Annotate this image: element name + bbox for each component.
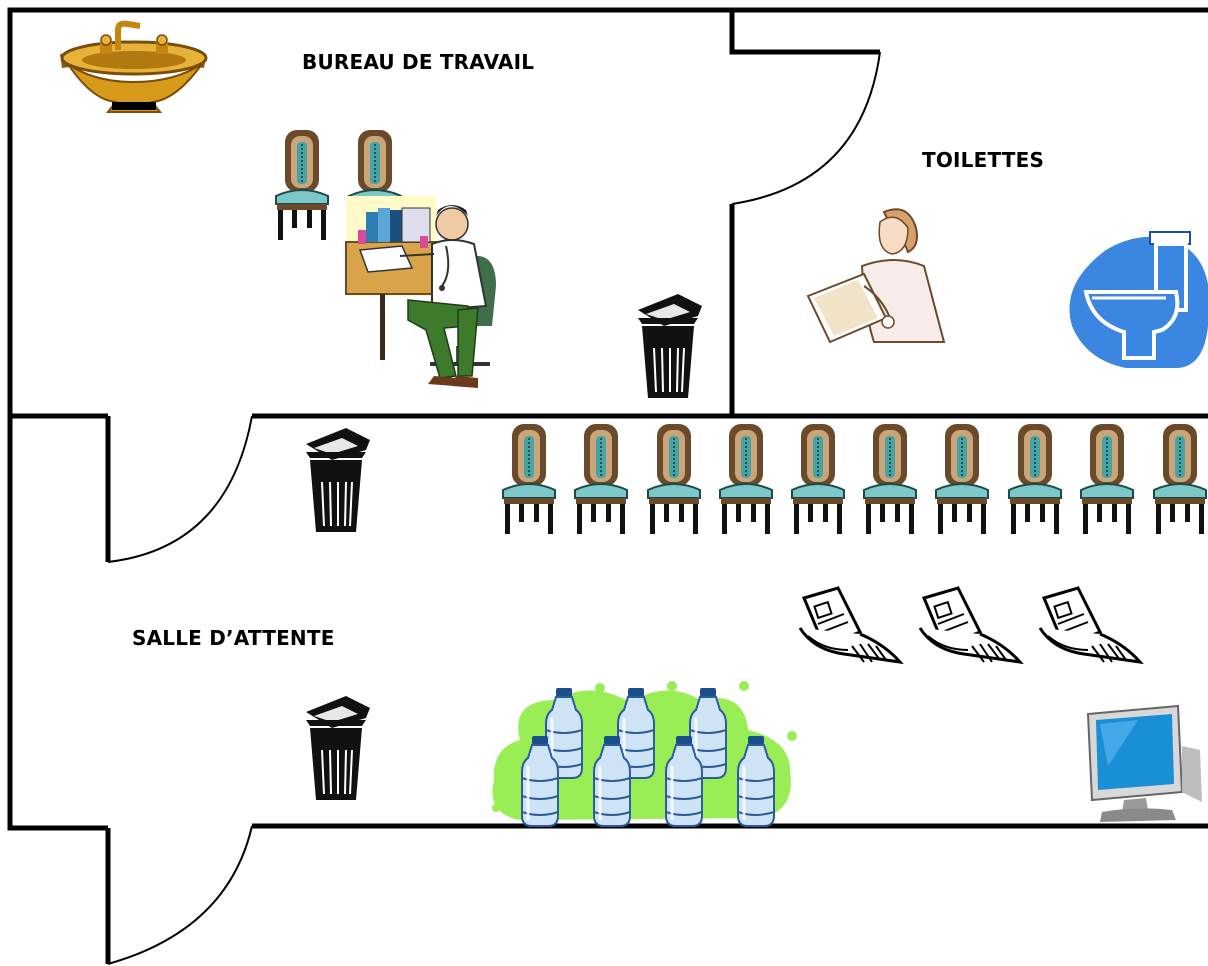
trash-bin-icon	[637, 293, 703, 399]
chair-icon	[502, 423, 556, 535]
chair-icon	[1080, 423, 1134, 535]
door-swings	[107, 51, 881, 965]
newspaper-icon	[1038, 586, 1142, 664]
chair-icon	[275, 129, 329, 241]
nurse-icon	[806, 208, 946, 344]
chair-icon	[719, 423, 773, 535]
waiting-chairs	[502, 423, 1207, 535]
room-label-waiting: SALLE D’ATTENTE	[132, 626, 335, 650]
doctor-at-desk-icon	[345, 196, 496, 388]
room-label-office: BUREAU DE TRAVAIL	[302, 50, 535, 74]
chair-icon	[574, 423, 628, 535]
newspaper-icon	[918, 586, 1022, 664]
room-label-toilets: TOILETTES	[922, 148, 1045, 172]
sink-icon	[60, 20, 208, 113]
chair-icon	[863, 423, 917, 535]
toilet-icon	[1069, 231, 1208, 368]
chair-icon	[1153, 423, 1207, 535]
chair-icon	[1008, 423, 1062, 535]
water-bottles	[492, 681, 797, 828]
tv-monitor-icon	[1086, 704, 1202, 822]
chair-icon	[935, 423, 989, 535]
trash-bin-icon	[305, 695, 371, 801]
newspaper-icon	[798, 586, 902, 664]
trash-bin-icon	[305, 427, 371, 533]
chair-icon	[791, 423, 845, 535]
chair-icon	[647, 423, 701, 535]
walls	[7, 7, 1208, 964]
